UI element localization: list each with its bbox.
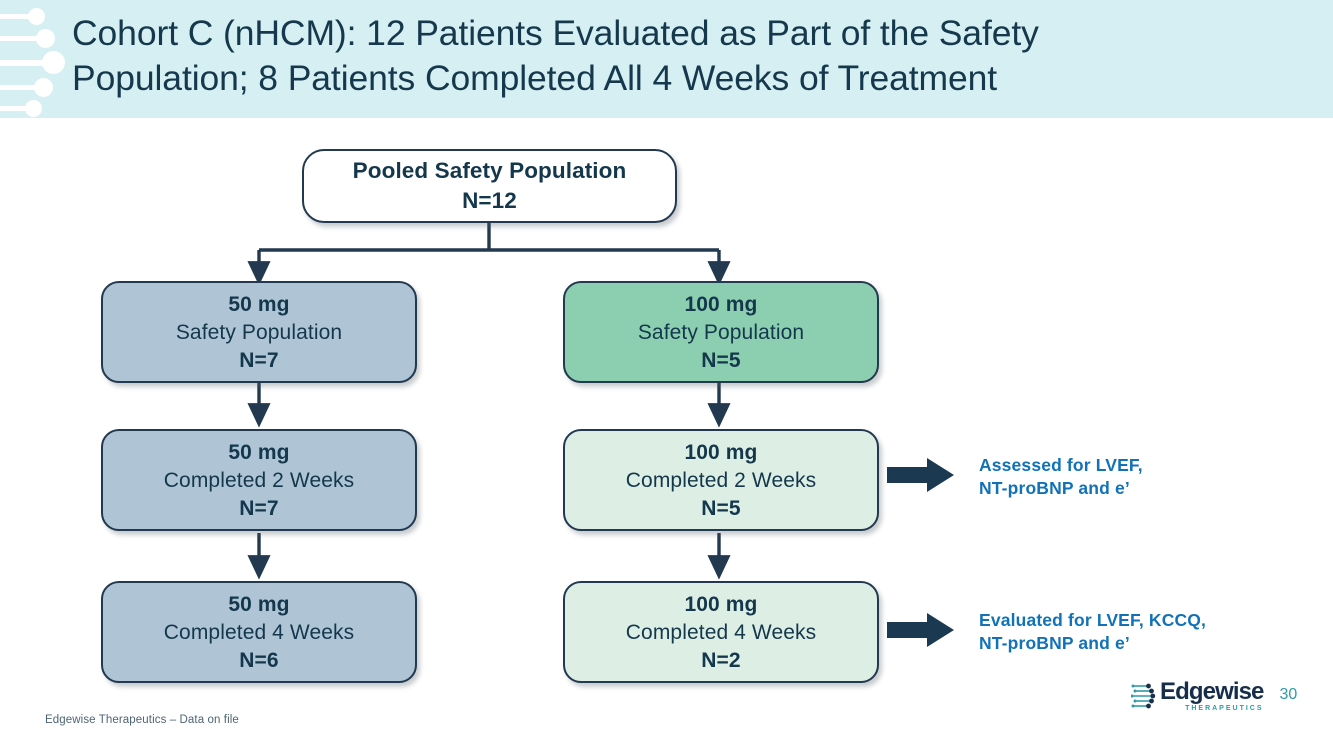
node-line-count: N=5	[701, 496, 741, 520]
brand-footer: Edgewise THERAPEUTICS 30	[1131, 680, 1297, 712]
brand-wordmark: Edgewise THERAPEUTICS	[1160, 678, 1264, 713]
node-line-stage: Completed 4 Weeks	[163, 620, 355, 644]
deco-pin-2	[0, 36, 40, 41]
node-line-stage: Safety Population	[637, 320, 805, 344]
node-100mg-completed-4-weeks[interactable]: 100 mg Completed 4 Weeks N=2	[563, 581, 879, 683]
node-line-count: N=6	[239, 648, 279, 672]
brand-subtitle: THERAPEUTICS	[1185, 705, 1264, 712]
deco-dot-2	[36, 29, 55, 48]
node-100mg-completed-2-weeks[interactable]: 100 mg Completed 2 Weeks N=5	[563, 429, 879, 531]
deco-dot-5	[25, 100, 42, 117]
node-line-count: N=7	[239, 496, 279, 520]
node-line-stage: Safety Population	[175, 320, 343, 344]
right-block-arrow-icon	[887, 457, 955, 498]
node-line-stage: Completed 4 Weeks	[625, 620, 817, 644]
deco-pin-1	[0, 14, 32, 19]
node-50mg-completed-2-weeks[interactable]: 50 mg Completed 2 Weeks N=7	[101, 429, 417, 531]
callout-assessed-lvef: Assessed for LVEF, NT-proBNP and e’	[887, 452, 1307, 502]
node-line-dose: 50 mg	[228, 440, 290, 464]
node-line-stage: Completed 2 Weeks	[163, 468, 355, 492]
deco-dot-1	[28, 8, 45, 25]
header-decoration-pins-icon	[0, 8, 65, 117]
node-pooled-safety-population[interactable]: Pooled Safety Population N=12	[302, 149, 677, 223]
node-line-dose: 100 mg	[684, 592, 758, 616]
node-line-dose: 100 mg	[684, 440, 758, 464]
right-block-arrow-icon	[887, 612, 955, 653]
node-line-dose: 50 mg	[228, 592, 290, 616]
node-line-stage: Completed 2 Weeks	[625, 468, 817, 492]
node-50mg-completed-4-weeks[interactable]: 50 mg Completed 4 Weeks N=6	[101, 581, 417, 683]
node-line-dose: 100 mg	[684, 292, 758, 316]
footnote-source: Edgewise Therapeutics – Data on file	[45, 714, 239, 726]
node-line-count: N=2	[701, 648, 741, 672]
node-line-primary: Pooled Safety Population	[352, 158, 627, 183]
page-title: Cohort C (nHCM): 12 Patients Evaluated a…	[72, 13, 1039, 98]
node-line-dose: 50 mg	[228, 292, 290, 316]
node-line-count: N=7	[239, 348, 279, 372]
node-50mg-safety-population[interactable]: 50 mg Safety Population N=7	[101, 281, 417, 383]
callout-text: Evaluated for LVEF, KCCQ, NT-proBNP and …	[979, 609, 1207, 654]
node-100mg-safety-population[interactable]: 100 mg Safety Population N=5	[563, 281, 879, 383]
edgewise-dots-logo-icon	[1131, 680, 1159, 710]
brand-name: Edgewise	[1160, 678, 1264, 705]
node-line-count: N=12	[462, 188, 517, 213]
deco-dot-3	[42, 51, 65, 74]
deco-pin-5	[0, 106, 29, 111]
callout-evaluated-lvef-kccq: Evaluated for LVEF, KCCQ, NT-proBNP and …	[887, 607, 1307, 657]
node-line-count: N=5	[701, 348, 741, 372]
page-number: 30	[1279, 686, 1298, 703]
callout-text: Assessed for LVEF, NT-proBNP and e’	[979, 454, 1143, 499]
deco-dot-4	[34, 78, 53, 97]
deco-pin-4	[0, 85, 38, 90]
deco-pin-3	[0, 60, 47, 66]
header-band: Cohort C (nHCM): 12 Patients Evaluated a…	[0, 0, 1333, 118]
